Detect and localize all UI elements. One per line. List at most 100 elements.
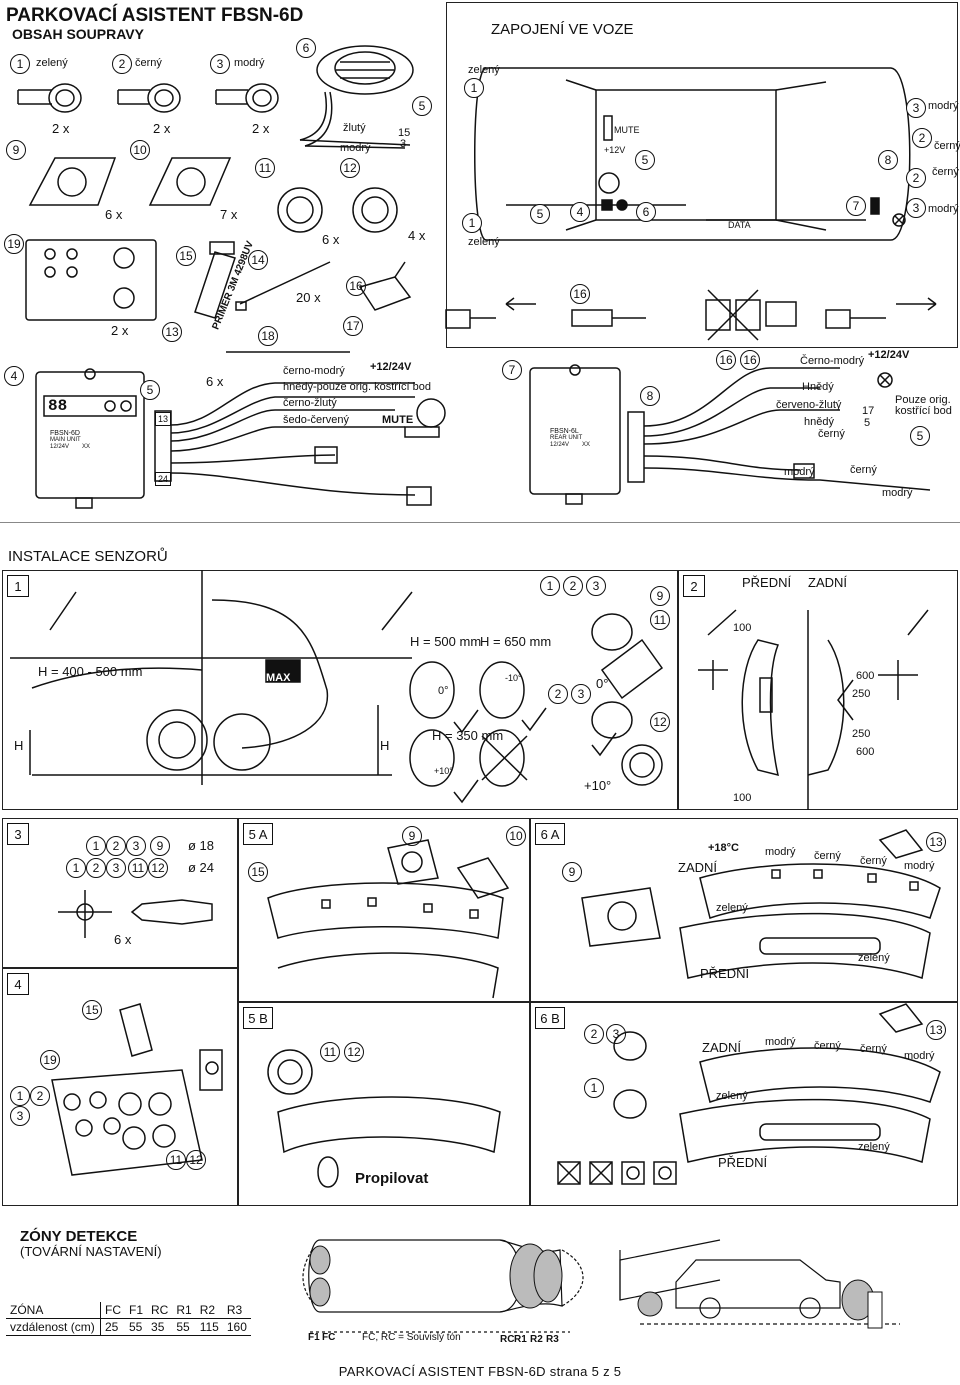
dist-r2: 115 [195,1318,223,1336]
rear-unit-illustration [529,364,931,505]
s4-num-3: 3 [10,1106,30,1126]
rear-12v: +12/24V [868,349,910,361]
zones-title: ZÓNY DETEKCE [20,1228,138,1245]
s6b-black-2: černý [860,1043,887,1055]
bumper-zones-illustration [698,609,929,810]
item-number-15: 15 [176,246,196,266]
sensors-illustration [17,45,414,149]
step1-num-1: 1 [540,576,560,596]
s3-num-11: 11 [128,858,148,878]
s6a-black-2: černý [860,855,887,867]
wiring-panel: ZAPOJENÍ VE VOZE [446,2,958,348]
item-number-2: 2 [112,54,132,74]
item-number-5: 5 [412,96,432,116]
s5b-num-12: 12 [344,1042,364,1062]
wiring-mute-label: MUTE [614,125,640,135]
height-h-left: H [14,738,24,753]
rear-brown: Hnědý [802,381,834,393]
connectors-illustration [445,289,937,341]
step1-num-11: 11 [650,610,670,630]
dist-r1: 55 [172,1318,196,1336]
zone-mark-r3: R3 [546,1334,559,1345]
rear-unit-name: FBSN-6L [550,428,579,435]
step1-num-3b: 3 [571,684,591,704]
s6b-blue-2: modrý [904,1050,935,1062]
height-500: H = 500 mm [410,634,482,649]
install-step-3-panel: 3 [2,818,238,968]
item-number-11: 11 [255,158,275,178]
zone-r1: R1 [172,1302,196,1319]
zone-mark-f1: F1 [308,1332,320,1343]
s3-num-9: 9 [150,836,170,856]
step1-num-9: 9 [650,586,670,606]
angle-plus-10-a: +10° [434,766,453,776]
step1-num-2b: 2 [548,684,568,704]
height-350: H = 350 mm [432,728,504,743]
page-footer: PARKOVACÍ ASISTENT FBSN-6D strana 5 z 5 [338,1364,622,1379]
item-number-10: 10 [130,140,150,160]
zone-mark-rc: RC [500,1334,515,1345]
drill-24: ø 24 [188,860,215,875]
rear-ground-note: Pouze orig. kostřící bod [895,394,952,417]
main-harness-illustration [154,382,446,506]
s6b-rear-label: ZADNÍ [702,1040,741,1055]
sensor-color-green: zelený [36,57,68,69]
main-unit-volt: 12/24V [50,444,70,450]
main-unit-illustration [35,368,145,509]
wiring-num-3-top: 3 [906,98,926,118]
zone-mark-fc: FC [322,1332,336,1343]
step-6a-number: 6 A [535,823,565,845]
wiring-12v-label: +12V [604,145,626,155]
bumper-5a-illustration [267,839,510,999]
item-number-18: 18 [258,326,278,346]
height-650: H = 650 mm [480,634,552,649]
wiring-num-5-mid: 5 [635,150,655,170]
dist-250-a: 250 [852,688,871,700]
wiring-black-a: černý [934,140,960,152]
s6b-blue-1: modrý [765,1036,796,1048]
install-step-5b-panel: 5 B [238,1002,530,1206]
item-number-13: 13 [162,322,182,342]
s4-num-19: 19 [40,1050,60,1070]
wiring-blue-top: modrý [928,100,959,112]
count-7: 4 x [408,228,426,243]
wiring-data-label: DATA [728,220,751,230]
rear-blue-1: modrý [784,466,815,478]
item-number-17: 17 [343,316,363,336]
car-height-illustration [10,570,664,804]
s3-num-1a: 1 [86,836,106,856]
s6b-num-1: 1 [584,1078,604,1098]
rear-brown-small: hnědý [804,416,834,428]
distance-row-label: vzdálenost (cm) [6,1318,101,1336]
rear-black-2: černý [850,464,877,476]
s5a-num-9: 9 [402,826,422,846]
s6a-num-13: 13 [926,832,946,852]
dist-600-b: 600 [856,746,875,758]
s3-num-2a: 2 [106,836,126,856]
wiring-num-1-top: 1 [464,78,484,98]
wire-number-3: 3 [400,138,407,150]
zones-subtitle: (TOVÁRNÍ NASTAVENÍ) [20,1244,162,1259]
s6a-black-1: černý [814,850,841,862]
divider-top [0,522,960,523]
rear-black-blue: Černo-modrý [800,355,865,367]
zone-row-label: ZÓNA [6,1302,101,1319]
wiring-num-2-b: 2 [906,168,926,188]
main-unit-sub: MAIN UNIT [50,437,81,443]
harness-black-blue: černo-modrý [283,365,345,377]
s3-num-2b: 2 [86,858,106,878]
row-num-16-a: 16 [716,350,736,370]
rear-black: černý [818,428,845,440]
count-2: 2 x [153,121,171,136]
s4-num-15: 15 [82,1000,102,1020]
s3-num-3b: 3 [106,858,126,878]
s6a-blue-1: modrý [765,846,796,858]
wiring-green-bottom: zelený [468,236,500,248]
propilovat-label: Propilovat [355,1170,429,1187]
zone-r3: R3 [222,1302,251,1319]
main-unit-name: FBSN-6D [50,430,80,437]
row-num-4: 4 [4,366,24,386]
harness-12v: +12/24V [370,361,412,373]
zone-fc: FC [100,1302,125,1319]
item-number-6: 6 [296,38,316,58]
